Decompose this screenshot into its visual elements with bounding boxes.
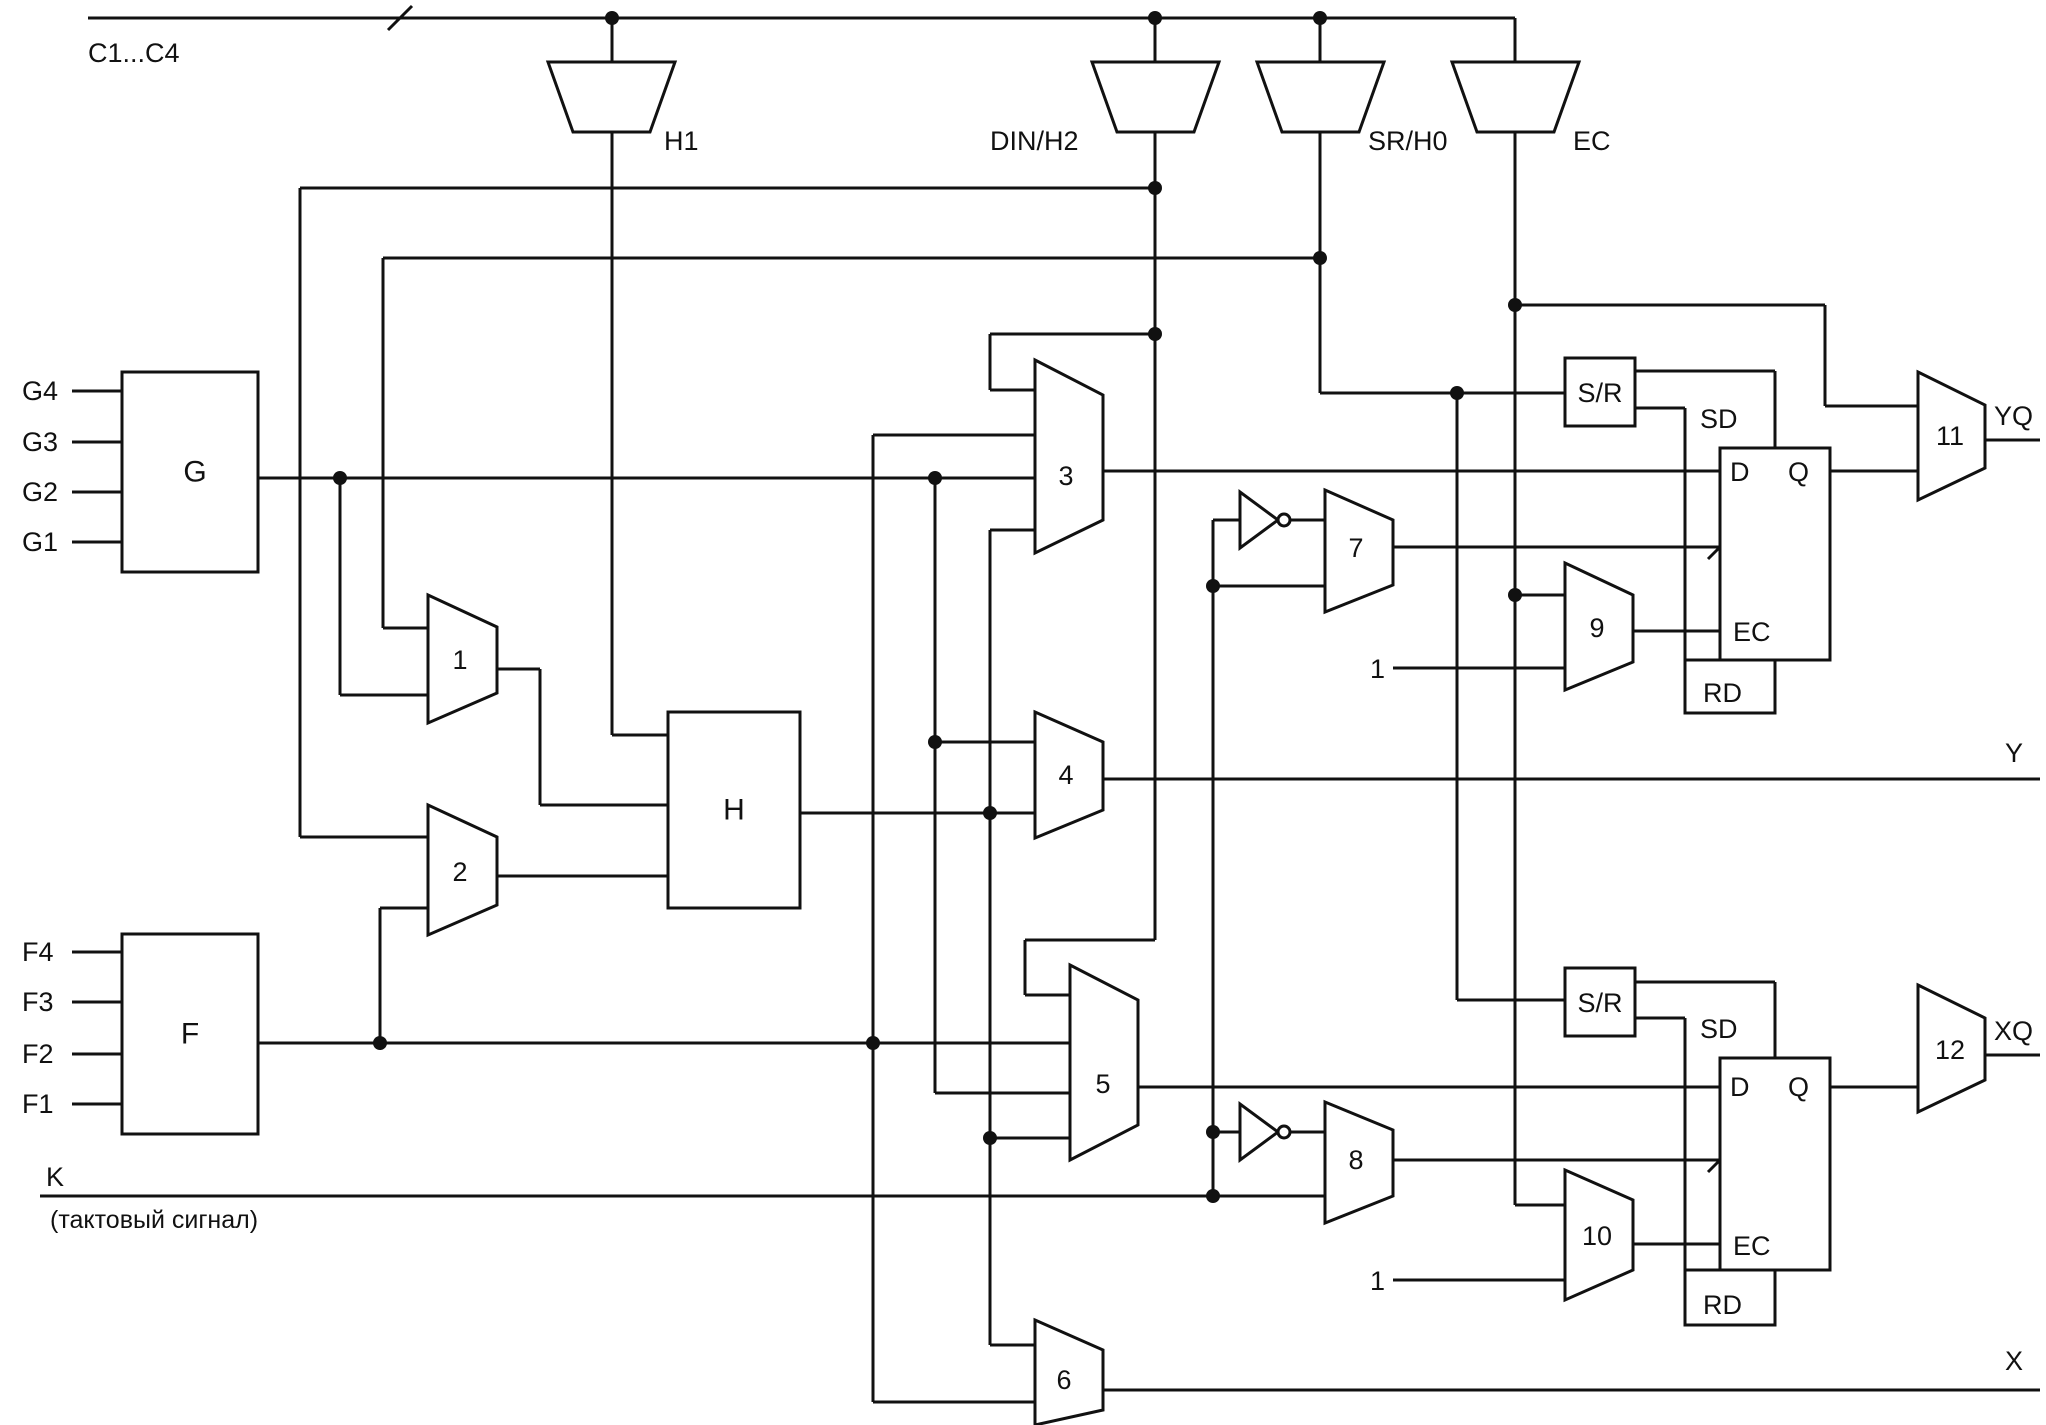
top-mux-ec-label: EC [1573, 126, 1611, 156]
mux-11-label: 11 [1936, 421, 1964, 451]
output-y: Y [2005, 738, 2023, 768]
ff-bottom-d: D [1730, 1072, 1750, 1102]
input-f3: F3 [22, 987, 54, 1017]
mux-2-label: 2 [452, 857, 467, 887]
ff-bottom-ec: EC [1733, 1231, 1771, 1261]
flipflop-top: SD D Q EC RD [1683, 404, 1832, 715]
top-mux-sr-label: SR/H0 [1368, 126, 1448, 156]
mux-1: 1 [426, 592, 499, 726]
mux-10: 10 [1563, 1167, 1635, 1303]
mux-3: 3 [1033, 357, 1105, 556]
top-mux-ec: EC [1449, 60, 1611, 156]
ff-top-sd: SD [1700, 404, 1738, 434]
ff-bottom-sd: SD [1700, 1014, 1738, 1044]
sr-top-label: S/R [1577, 378, 1622, 408]
mux-10-label: 10 [1582, 1221, 1612, 1251]
input-g2: G2 [22, 477, 58, 507]
block-f-label: F [181, 1018, 199, 1051]
mux-9-label: 9 [1589, 613, 1604, 643]
clock-label: K [46, 1162, 64, 1192]
input-g4: G4 [22, 376, 58, 406]
function-block-h: H [666, 710, 802, 910]
output-xq: XQ [1994, 1016, 2033, 1046]
mux-5: 5 [1068, 962, 1140, 1163]
junctions [333, 11, 1522, 1203]
clock-caption: (тактовый сигнал) [50, 1206, 258, 1234]
const-one-top: 1 [1370, 654, 1385, 684]
mux-6: 6 [1033, 1317, 1105, 1425]
ff-bottom-q: Q [1788, 1072, 1809, 1102]
mux-7-label: 7 [1348, 533, 1363, 563]
mux-12-label: 12 [1935, 1035, 1965, 1065]
top-mux-din-label: DIN/H2 [990, 126, 1079, 156]
mux-12: 12 [1916, 982, 1987, 1115]
top-mux-h1-label: H1 [664, 126, 699, 156]
input-g1: G1 [22, 527, 58, 557]
mux-11: 11 [1916, 369, 1987, 503]
mux-2: 2 [426, 802, 499, 938]
mux-7: 7 [1323, 487, 1395, 615]
mux-1-label: 1 [452, 645, 467, 675]
ff-top-ec: EC [1733, 617, 1771, 647]
input-g3: G3 [22, 427, 58, 457]
inverter-bottom [1238, 1101, 1292, 1163]
input-f1: F1 [22, 1089, 54, 1119]
sr-bottom-label: S/R [1577, 988, 1622, 1018]
input-f4: F4 [22, 937, 54, 967]
bus-label: C1...C4 [88, 38, 180, 68]
mux-8: 8 [1323, 1099, 1395, 1226]
mux-3-label: 3 [1058, 461, 1073, 491]
mux-4-label: 4 [1058, 760, 1073, 790]
sr-block-top: S/R [1563, 356, 1637, 428]
block-h-label: H [723, 794, 745, 827]
top-mux-din: DIN/H2 [990, 60, 1222, 156]
block-g-label: G [183, 456, 206, 489]
mux-8-label: 8 [1348, 1145, 1363, 1175]
input-f2: F2 [22, 1039, 54, 1069]
mux-9: 9 [1563, 560, 1635, 693]
sr-block-bottom: S/R [1563, 966, 1637, 1038]
const-one-bottom: 1 [1370, 1266, 1385, 1296]
mux-4: 4 [1033, 709, 1105, 841]
flipflop-bottom: SD D Q EC RD [1683, 1014, 1832, 1327]
mux-5-label: 5 [1095, 1069, 1110, 1099]
function-block-f: F F4 F3 F2 F1 [22, 932, 260, 1136]
output-yq: YQ [1994, 401, 2033, 431]
function-block-g: G G4 G3 G2 G1 [22, 370, 260, 574]
inverter-top [1238, 489, 1292, 551]
ff-bottom-rd: RD [1703, 1290, 1742, 1320]
ff-top-rd: RD [1703, 678, 1742, 708]
top-mux-sr: SR/H0 [1254, 60, 1448, 156]
top-mux-h1: H1 [545, 60, 699, 156]
ff-top-d: D [1730, 457, 1750, 487]
mux-6-label: 6 [1056, 1365, 1071, 1395]
ff-top-q: Q [1788, 457, 1809, 487]
output-x: X [2005, 1346, 2023, 1376]
